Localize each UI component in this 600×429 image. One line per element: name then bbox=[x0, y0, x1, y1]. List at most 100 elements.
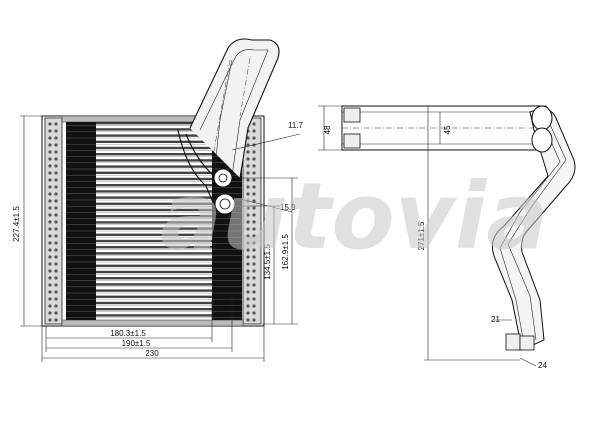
tank-dot bbox=[54, 122, 58, 126]
tank-dot bbox=[246, 283, 250, 287]
tank-dot bbox=[252, 234, 256, 238]
tube bbox=[96, 177, 212, 181]
tank-dot bbox=[54, 178, 58, 182]
tube bbox=[96, 196, 212, 199]
tube bbox=[96, 227, 212, 230]
tank-dot bbox=[54, 283, 58, 287]
tube bbox=[96, 153, 212, 156]
tank-dot bbox=[54, 297, 58, 301]
tube bbox=[96, 159, 212, 162]
dim-width-total: 230 bbox=[145, 349, 159, 358]
tank-dot bbox=[54, 304, 58, 308]
tank-dot bbox=[252, 206, 256, 210]
tank-dot bbox=[252, 276, 256, 280]
tube bbox=[96, 270, 212, 274]
tube bbox=[96, 246, 212, 249]
dim-fitting-a: 21 bbox=[491, 315, 500, 324]
dim-pipe-offset-a: 134.5±1.5 bbox=[263, 244, 272, 280]
tank-dot bbox=[252, 171, 256, 175]
tank-dot bbox=[48, 290, 52, 294]
tank-dot bbox=[252, 269, 256, 273]
tank-dot bbox=[252, 241, 256, 245]
tank-dot bbox=[54, 199, 58, 203]
tank-dot bbox=[54, 248, 58, 252]
front-view: 227.4±1.5 180.3±1.5 190±1.5 230 134.5±1.… bbox=[12, 38, 304, 362]
tube bbox=[96, 308, 212, 311]
tank-dot bbox=[54, 234, 58, 238]
tank-dot bbox=[252, 164, 256, 168]
tank-dot bbox=[48, 269, 52, 273]
tank-dot bbox=[54, 206, 58, 210]
tank-dot bbox=[246, 157, 250, 161]
tank-dot bbox=[54, 150, 58, 154]
dim-pipe-offset-b: 162.9±1.5 bbox=[281, 234, 290, 270]
tank-dot bbox=[252, 311, 256, 315]
tank-dot bbox=[48, 311, 52, 315]
tank-dot bbox=[48, 185, 52, 189]
dim-pipe-dia-large: 15.9 bbox=[280, 203, 296, 212]
tube bbox=[96, 295, 212, 298]
tank-dot bbox=[252, 297, 256, 301]
tank-dot bbox=[252, 255, 256, 259]
tank-dot bbox=[54, 276, 58, 280]
tank-dot bbox=[54, 241, 58, 245]
tube bbox=[96, 184, 212, 187]
dim-depth-outer: 48 bbox=[323, 125, 332, 134]
tank-dot bbox=[246, 220, 250, 224]
tank-dot bbox=[246, 276, 250, 280]
tank-dot bbox=[48, 122, 52, 126]
tank-dot bbox=[252, 157, 256, 161]
tank-dot bbox=[246, 171, 250, 175]
tank-dot bbox=[54, 129, 58, 133]
tank-dot bbox=[48, 255, 52, 259]
tank-dot bbox=[246, 255, 250, 259]
tank-dot bbox=[48, 227, 52, 231]
tube bbox=[96, 277, 212, 280]
tank-dot bbox=[252, 290, 256, 294]
tank-dot bbox=[54, 318, 58, 322]
tank-dot bbox=[48, 297, 52, 301]
tube bbox=[96, 283, 212, 286]
tank-dot bbox=[54, 143, 58, 147]
side-view: 48 45 271±1.5 21 24 bbox=[318, 105, 576, 370]
tank-dot bbox=[252, 199, 256, 203]
tank-dot bbox=[48, 143, 52, 147]
tank-dot bbox=[48, 206, 52, 210]
tank-dot bbox=[246, 262, 250, 266]
tank-dot bbox=[54, 185, 58, 189]
tank-dot bbox=[252, 304, 256, 308]
dim-height-total: 227.4±1.5 bbox=[12, 206, 21, 242]
tank-dot bbox=[246, 234, 250, 238]
tank-pattern bbox=[48, 122, 256, 322]
tank-dot bbox=[252, 178, 256, 182]
tank-dot bbox=[252, 150, 256, 154]
dim-pipe-dia-small: 11.7 bbox=[288, 121, 304, 130]
dim-width-core: 180.3±1.5 bbox=[110, 329, 146, 338]
tank-dot bbox=[246, 136, 250, 140]
tank-dot bbox=[252, 248, 256, 252]
tank-dot bbox=[252, 227, 256, 231]
tank-dot bbox=[54, 171, 58, 175]
tank-dot bbox=[48, 234, 52, 238]
tank-dot bbox=[48, 241, 52, 245]
tank-dot bbox=[252, 220, 256, 224]
tank-dot bbox=[48, 213, 52, 217]
tank-dot bbox=[48, 220, 52, 224]
tank-dot bbox=[252, 283, 256, 287]
tank-dot bbox=[54, 136, 58, 140]
tube bbox=[96, 202, 212, 205]
tube bbox=[96, 252, 212, 255]
tube bbox=[96, 190, 212, 193]
tube bbox=[96, 314, 212, 317]
tank-dot bbox=[246, 206, 250, 210]
dim-depth-inner: 45 bbox=[443, 125, 452, 134]
tank-dot bbox=[48, 178, 52, 182]
tank-dot bbox=[246, 185, 250, 189]
tank-dot bbox=[48, 283, 52, 287]
tank-dot bbox=[48, 136, 52, 140]
tank-dot bbox=[54, 255, 58, 259]
tank-dot bbox=[246, 164, 250, 168]
tank-dot bbox=[246, 227, 250, 231]
dim-fitting-b: 24 bbox=[538, 361, 547, 370]
tank-dot bbox=[54, 164, 58, 168]
